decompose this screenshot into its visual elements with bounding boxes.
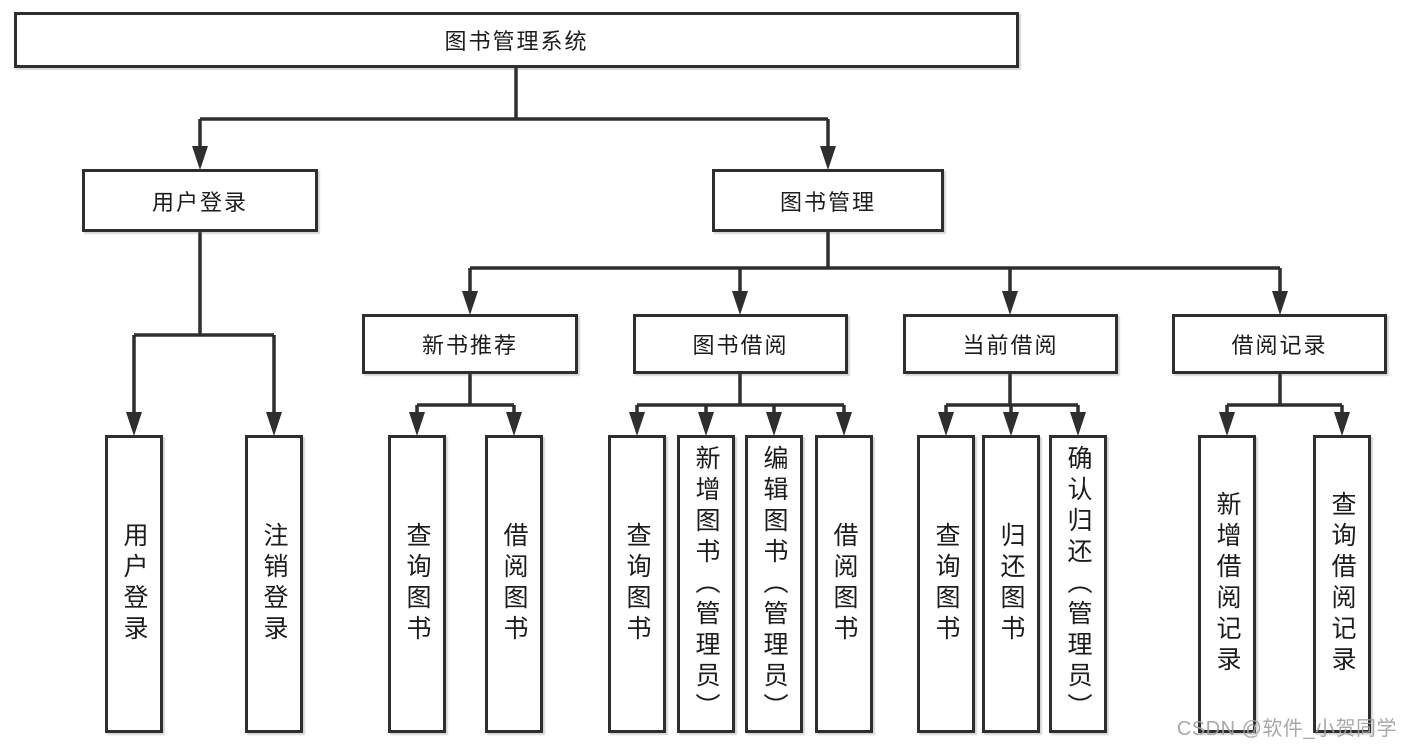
leaf-logout: 注销登录 [245,435,303,733]
connector-user-login-to-leaves [126,232,282,436]
connector-new-book-rec-to-leaves [409,374,522,436]
node-borrowing-records: 借阅记录 [1172,314,1387,374]
connector-current-borrow-to-leaves [938,374,1086,436]
leaf-query-books-borrowing: 查询图书 [608,435,666,733]
leaf-return-books: 归还图书 [982,435,1040,733]
leaf-query-borrow-record: 查询借阅记录 [1313,435,1371,733]
node-library-management-system: 图书管理系统 [14,12,1019,68]
node-book-borrowing: 图书借阅 [633,314,848,374]
node-current-borrowing: 当前借阅 [903,314,1118,374]
connector-borrow-records-to-leaves [1219,374,1350,436]
leaf-edit-books-admin: 编辑图书（管理员） [745,435,803,733]
node-new-book-recommendation: 新书推荐 [362,314,578,374]
node-book-management-module: 图书管理 [712,169,944,232]
node-user-login-module: 用户登录 [82,169,318,232]
leaf-borrow-books-recommend: 借阅图书 [485,435,543,733]
leaf-add-books-admin: 新增图书（管理员） [677,435,735,733]
connector-book-borrow-to-leaves [629,374,852,436]
connector-root-to-level2 [192,68,836,170]
leaf-add-borrow-record: 新增借阅记录 [1198,435,1256,733]
leaf-user-login: 用户登录 [105,435,163,733]
leaf-confirm-return-admin: 确认归还（管理员） [1049,435,1107,733]
leaf-query-books-current: 查询图书 [917,435,975,733]
csdn-watermark: CSDN @软件_小贺同学 [1176,718,1397,740]
connector-book-mgmt-to-level3 [462,232,1288,315]
leaf-borrow-books: 借阅图书 [815,435,873,733]
leaf-query-books-recommend: 查询图书 [388,435,446,733]
